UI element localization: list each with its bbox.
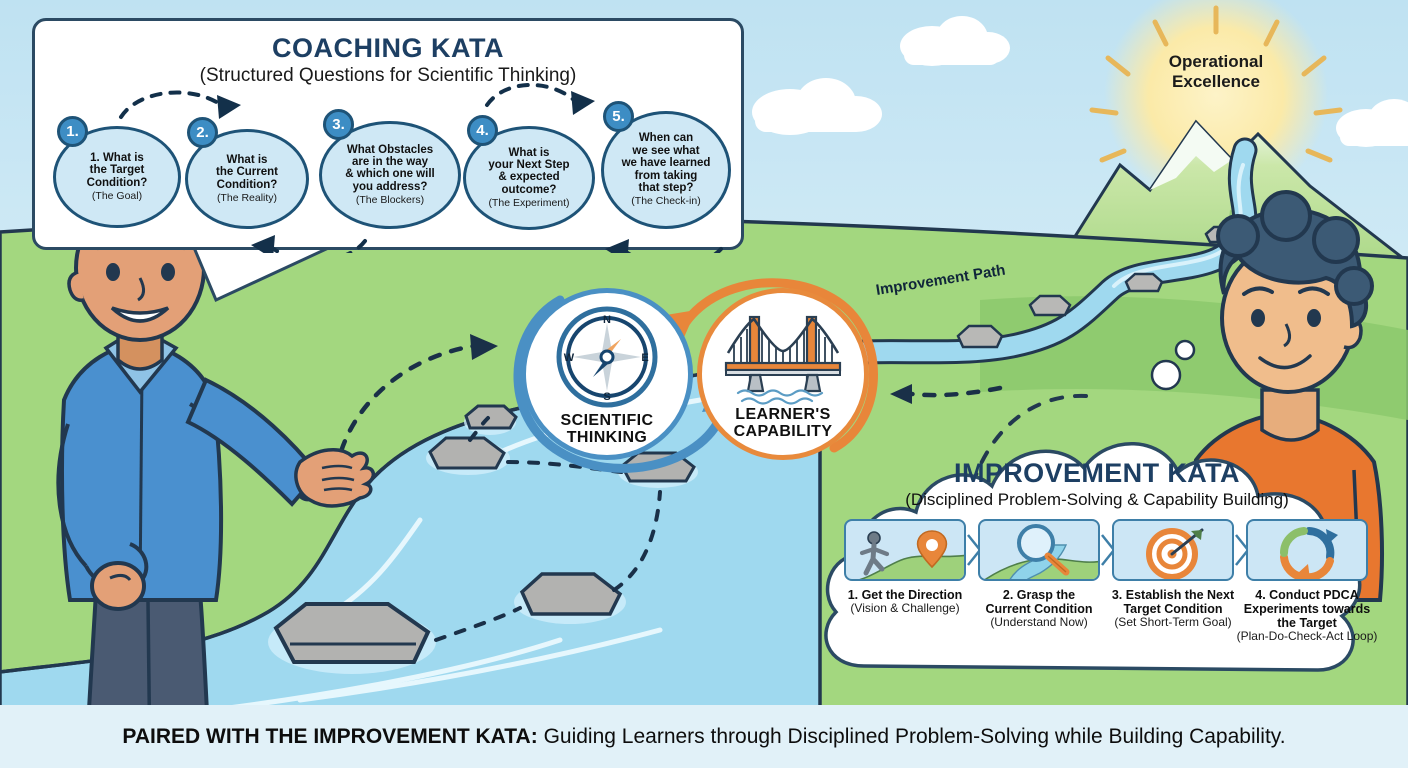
improvement-step-caption-1: 1. Get the Direction (Vision & Challenge… bbox=[834, 588, 976, 615]
learners-capability-label: LEARNER'S CAPABILITY bbox=[733, 406, 833, 440]
learners-capability-line-2: CAPABILITY bbox=[733, 422, 833, 440]
dashed-arrow-right-to-learner bbox=[890, 384, 1003, 404]
svg-text:W: W bbox=[564, 352, 575, 364]
bridge-icon bbox=[724, 315, 842, 405]
scientific-thinking-circle[interactable]: N E S W SCIENTIFIC THINKING bbox=[521, 288, 693, 460]
cloud-left bbox=[752, 78, 882, 135]
sun-rays bbox=[1089, 5, 1343, 163]
stepping-stone bbox=[514, 572, 626, 624]
step-sub-4: (Plan-Do-Check-Act Loop) bbox=[1236, 629, 1378, 643]
step-sub-2: (Understand Now) bbox=[990, 615, 1088, 629]
scientific-thinking-line-1: SCIENTIFIC bbox=[560, 412, 654, 429]
improvement-step-box-3[interactable] bbox=[1112, 519, 1234, 581]
coaching-kata-panel: COACHING KATA (Structured Questions for … bbox=[32, 18, 744, 253]
stepping-stone bbox=[956, 324, 1004, 349]
improvement-kata-title: IMPROVEMENT KATA bbox=[954, 458, 1240, 488]
improvement-kata-cloud: IMPROVEMENT KATA (Disciplined Problem-So… bbox=[812, 420, 1382, 700]
scientific-thinking-label: SCIENTIFIC THINKING bbox=[560, 412, 654, 446]
scientific-thinking-line-2: THINKING bbox=[566, 428, 648, 446]
step-sub-1: (Vision & Challenge) bbox=[850, 601, 960, 615]
cloud-group bbox=[752, 16, 1408, 147]
footer-lead: PAIRED WITH THE IMPROVEMENT KATA: bbox=[122, 724, 538, 748]
cloud-right bbox=[900, 16, 1010, 66]
cloud-far-right bbox=[1336, 99, 1408, 147]
improvement-step-box-2[interactable] bbox=[978, 519, 1100, 581]
question-badge-2: 2. bbox=[187, 117, 218, 148]
mountain-snow bbox=[1150, 122, 1232, 190]
coach-open-hand bbox=[294, 448, 376, 508]
pdca-cycle-icon bbox=[1279, 527, 1338, 579]
svg-text:S: S bbox=[603, 391, 610, 403]
stepping-stone bbox=[1124, 272, 1164, 293]
learners-capability-line-1: LEARNER'S bbox=[735, 406, 831, 423]
question-badge-5: 5. bbox=[603, 101, 634, 132]
sun-label-line-2: Excellence bbox=[1172, 71, 1260, 91]
compass-icon: N E S W bbox=[556, 306, 658, 408]
walking-person-map-pin-icon bbox=[859, 530, 964, 579]
improvement-step-box-4[interactable] bbox=[1246, 519, 1368, 581]
blue-arrow-ring bbox=[513, 295, 727, 473]
question-hint-3: (The Blockers) bbox=[355, 194, 425, 207]
question-badge-3: 3. bbox=[323, 109, 354, 140]
question-badge-1: 1. bbox=[57, 116, 88, 147]
operational-excellence-label: Operational Excellence bbox=[1140, 52, 1292, 91]
learners-capability-circle[interactable]: LEARNER'S CAPABILITY bbox=[697, 288, 869, 460]
thought-bubble-dots bbox=[1150, 339, 1196, 391]
step-sub-3: (Set Short-Term Goal) bbox=[1114, 615, 1232, 629]
improvement-step-box-1[interactable] bbox=[844, 519, 966, 581]
svg-text:N: N bbox=[603, 314, 611, 326]
stepping-stone bbox=[464, 404, 518, 435]
step-title-1: 1. Get the Direction bbox=[847, 588, 963, 602]
svg-text:E: E bbox=[641, 352, 648, 364]
stepping-stone bbox=[268, 602, 436, 674]
sun-label-line-1: Operational bbox=[1168, 52, 1264, 71]
speech-bubble-tail bbox=[188, 238, 351, 303]
target-arrow-icon bbox=[1146, 528, 1204, 579]
coaching-kata-title: COACHING KATA bbox=[272, 33, 504, 63]
coaching-kata-subtitle: (Structured Questions for Scientific Thi… bbox=[199, 65, 577, 86]
question-badge-4: 4. bbox=[467, 115, 498, 146]
magnifier-landscape-icon bbox=[984, 524, 1098, 579]
orange-arrow-ring bbox=[671, 278, 878, 453]
question-hint-1: (The Goal) bbox=[91, 189, 143, 202]
footer-caption: PAIRED WITH THE IMPROVEMENT KATA: Guidin… bbox=[122, 725, 1285, 749]
stepping-stone bbox=[426, 436, 510, 475]
question-hint-5: (The Check-in) bbox=[631, 195, 701, 208]
question-hint-2: (The Reality) bbox=[216, 191, 278, 204]
question-hint-4: (The Experiment) bbox=[488, 197, 570, 210]
stepping-stone bbox=[1028, 294, 1072, 317]
footer-rest: Guiding Learners through Disciplined Pro… bbox=[537, 724, 1286, 748]
improvement-kata-subtitle: (Disciplined Problem-Solving & Capabilit… bbox=[905, 490, 1289, 509]
footer-bar: PAIRED WITH THE IMPROVEMENT KATA: Guidin… bbox=[0, 705, 1408, 768]
